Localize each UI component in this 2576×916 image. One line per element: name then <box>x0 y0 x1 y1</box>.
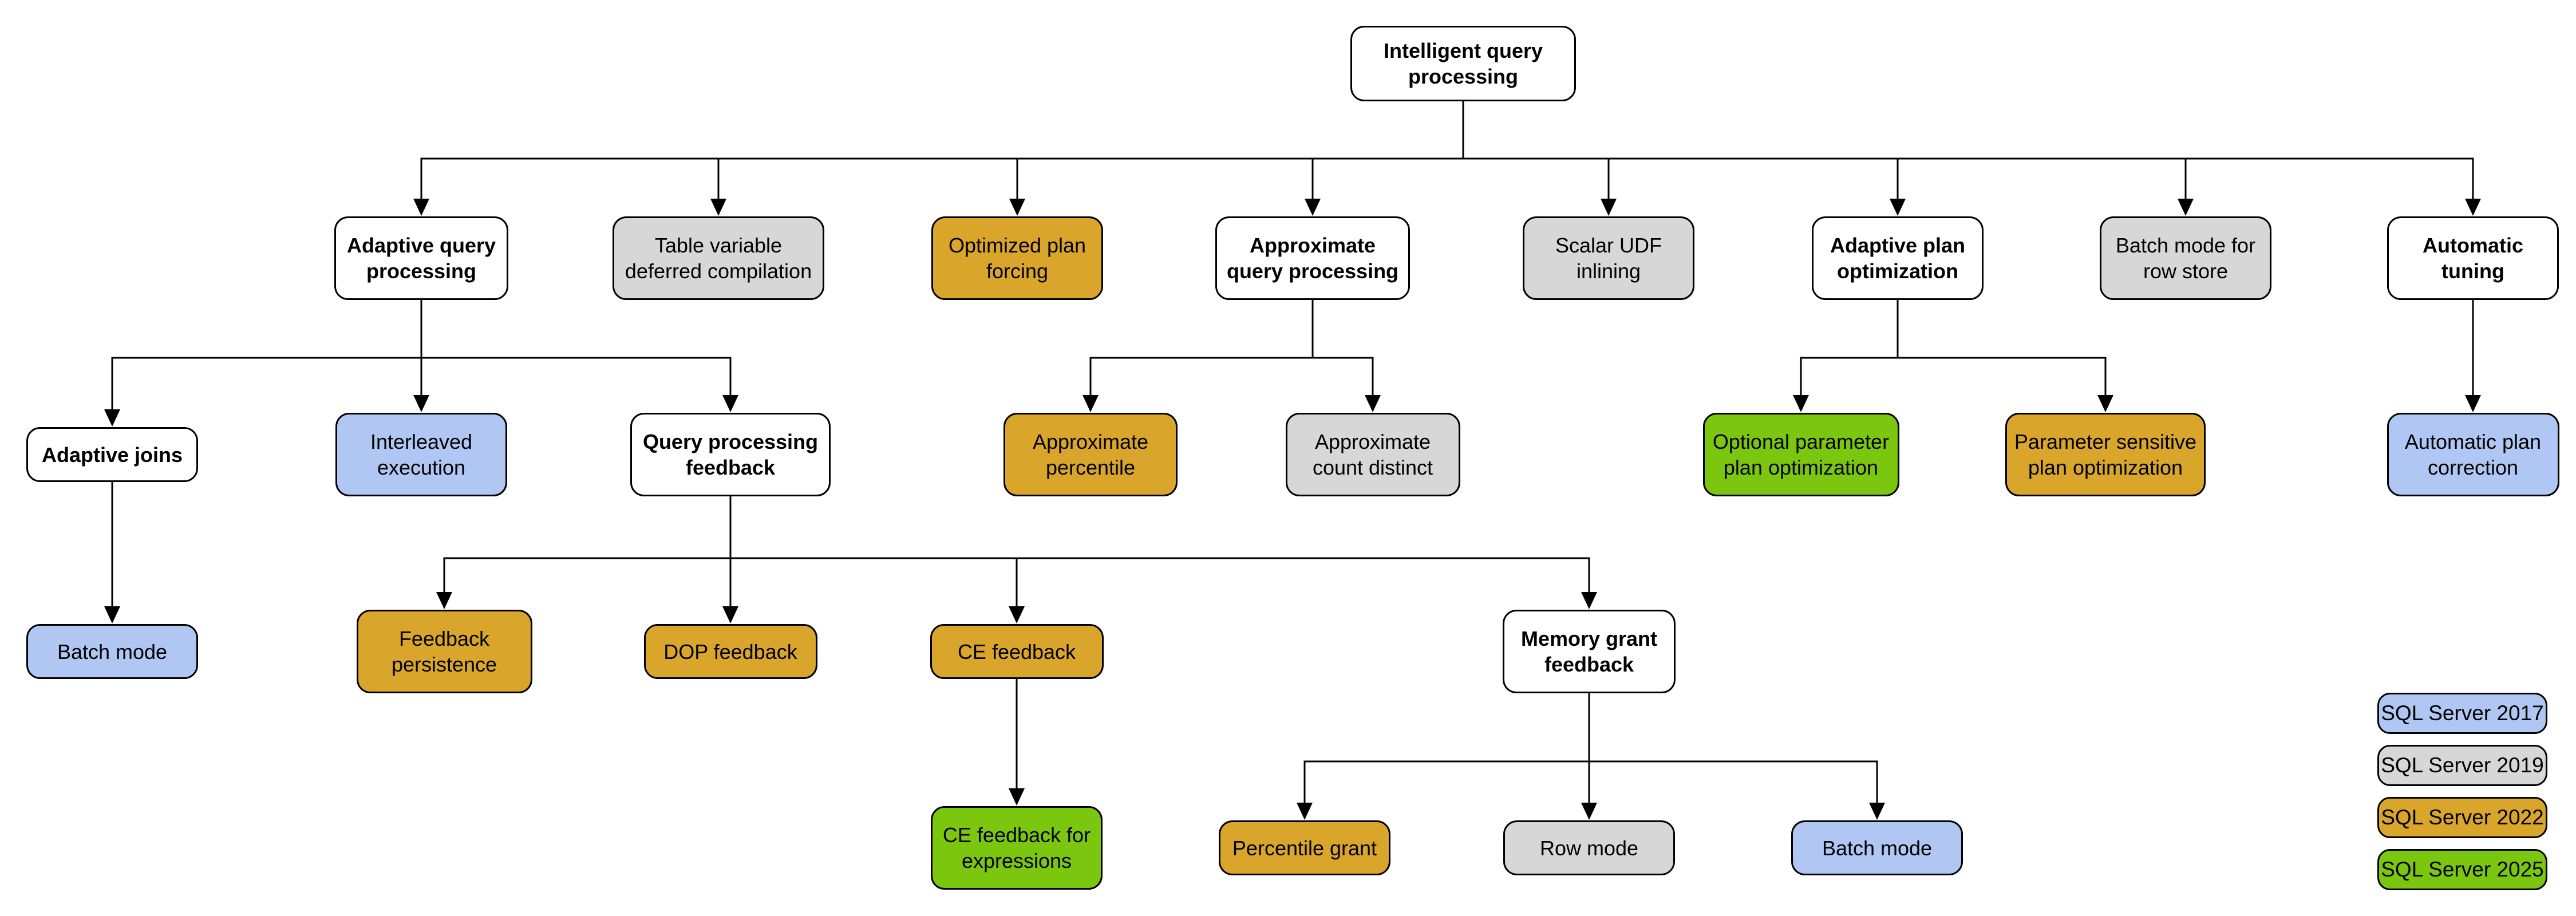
node-row-mode: Row mode <box>1503 820 1675 875</box>
arrowhead-icon <box>1082 395 1099 412</box>
node-optimized-plan-forcing: Optimized plan forcing <box>931 216 1103 300</box>
arrowhead-icon <box>413 199 429 216</box>
arrowhead-icon <box>1869 803 1885 820</box>
node-memory-grant-feedback: Memory grant feedback <box>1503 610 1676 693</box>
node-ce-feedback-for-expressions: CE feedback for expressions <box>931 806 1103 890</box>
node-intelligent-query-processing: Intelligent query processing <box>1350 26 1576 101</box>
legend-sql-server-2017: SQL Server 2017 <box>2377 693 2547 734</box>
arrowhead-icon <box>1009 788 1025 806</box>
arrowhead-icon <box>2465 199 2481 216</box>
node-automatic-plan-correction: Automatic plan correction <box>2387 413 2559 496</box>
arrowhead-icon <box>2097 395 2113 412</box>
node-table-variable-deferred-compilation: Table variable deferred compilation <box>613 216 824 300</box>
arrowhead-icon <box>1305 199 1321 216</box>
node-approximate-percentile: Approximate percentile <box>1003 413 1178 496</box>
arrowhead-icon <box>1009 199 1025 216</box>
arrowhead-icon <box>1009 606 1025 623</box>
arrowhead-icon <box>1297 803 1313 820</box>
node-interleaved-execution: Interleaved execution <box>335 413 507 496</box>
arrowhead-icon <box>710 199 726 216</box>
node-dop-feedback: DOP feedback <box>643 624 817 679</box>
arrowhead-icon <box>1601 199 1617 216</box>
node-query-processing-feedback: Query processing feedback <box>630 413 831 496</box>
node-scalar-udf-inlining: Scalar UDF inlining <box>1523 216 1694 300</box>
node-batch-mode: Batch mode <box>26 624 198 679</box>
legend-sql-server-2019: SQL Server 2019 <box>2377 745 2547 786</box>
arrowhead-icon <box>1890 199 1906 216</box>
arrowhead-icon <box>104 606 120 623</box>
node-adaptive-joins: Adaptive joins <box>26 427 198 482</box>
node-percentile-grant: Percentile grant <box>1219 820 1390 875</box>
arrowhead-icon <box>1793 395 1809 412</box>
legend-sql-server-2022: SQL Server 2022 <box>2377 797 2547 838</box>
arrowhead-icon <box>413 395 429 412</box>
node-batch-mode: Batch mode <box>1791 820 1963 875</box>
node-feedback-persistence: Feedback persistence <box>356 610 532 693</box>
node-batch-mode-for-row-store: Batch mode for row store <box>2100 216 2271 300</box>
node-adaptive-plan-optimization: Adaptive plan optimization <box>1812 216 1984 300</box>
arrowhead-icon <box>1581 803 1597 820</box>
arrowhead-icon <box>104 409 120 427</box>
arrowhead-icon <box>2178 199 2194 216</box>
node-automatic-tuning: Automatic tuning <box>2387 216 2559 300</box>
arrowhead-icon <box>1365 395 1381 412</box>
legend-sql-server-2025: SQL Server 2025 <box>2377 849 2547 890</box>
node-approximate-count-distinct: Approximate count distinct <box>1285 413 1460 496</box>
arrowhead-icon <box>1581 592 1597 609</box>
node-optional-parameter-plan-optimization: Optional parameter plan optimization <box>1702 413 1899 496</box>
arrowhead-icon <box>722 395 738 412</box>
node-parameter-sensitive-plan-optimization: Parameter sensitive plan optimization <box>2005 413 2206 496</box>
node-approximate-query-processing: Approximate query processing <box>1215 216 1410 300</box>
arrowhead-icon <box>2465 395 2481 412</box>
node-adaptive-query-processing: Adaptive query processing <box>334 216 508 300</box>
arrowhead-icon <box>722 606 738 623</box>
arrowhead-icon <box>436 592 452 609</box>
node-ce-feedback: CE feedback <box>930 624 1104 679</box>
